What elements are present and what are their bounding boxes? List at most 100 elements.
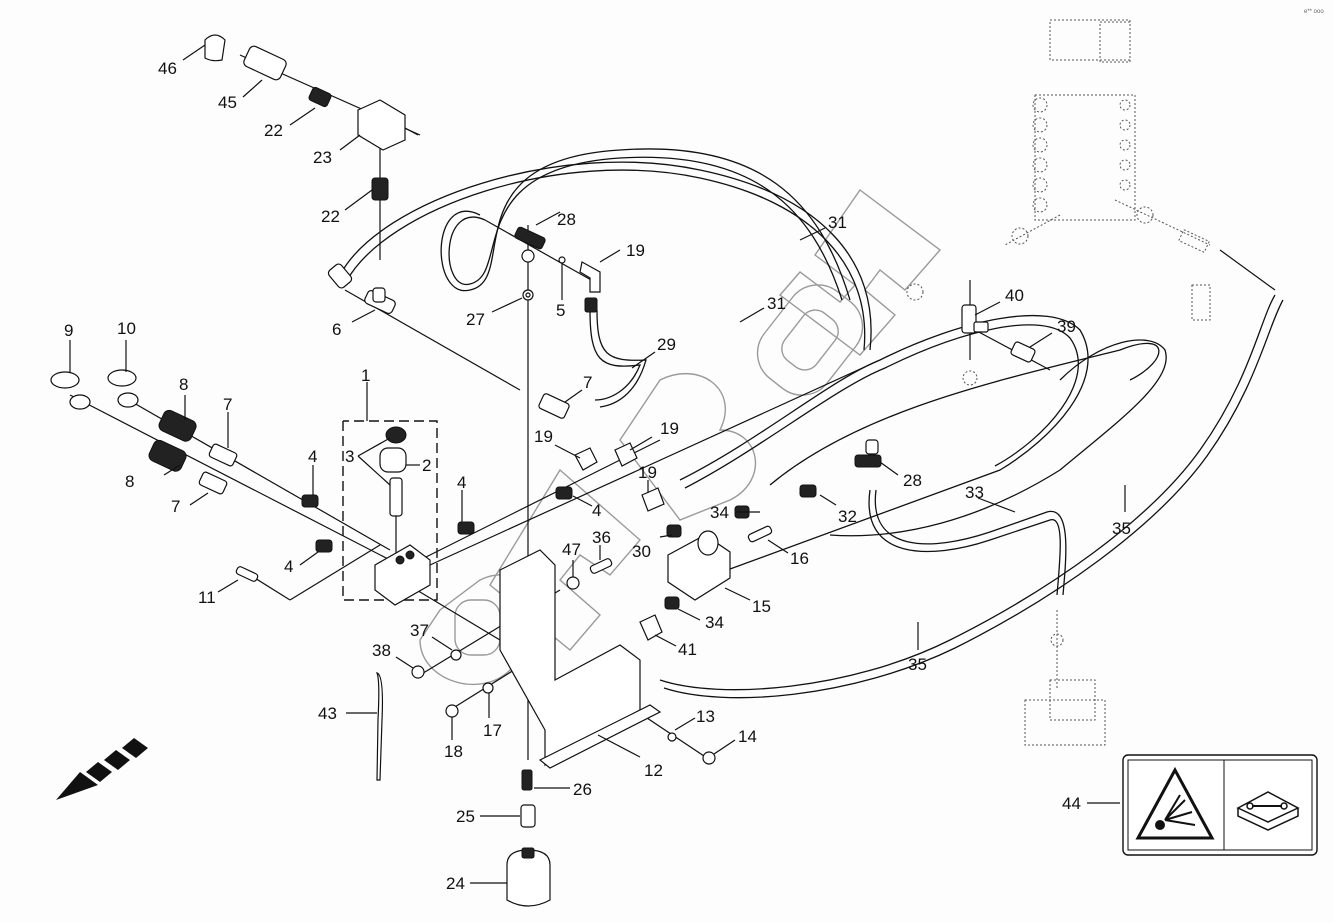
coupler-8-bottom: [148, 439, 187, 472]
valve-block-23: [357, 99, 406, 151]
adapter-7-mid: [538, 393, 570, 419]
nut-38: [411, 665, 425, 679]
bracket-12: [499, 549, 641, 767]
coil-2: [379, 447, 407, 473]
valve-block-1: [374, 544, 431, 606]
callout: 10: [117, 319, 136, 338]
bolt-36: [589, 558, 613, 574]
callout: 30: [632, 542, 651, 561]
washer-37: [450, 649, 462, 661]
callout: 19: [660, 419, 679, 438]
pump-ghost: [1024, 610, 1106, 746]
tee-28-lower: [854, 454, 882, 468]
callout: 45: [218, 93, 237, 112]
callout: 47: [562, 540, 581, 559]
washer-13: [667, 732, 677, 742]
dust-cap-9-ring: [69, 394, 91, 410]
front-direction-arrow: [56, 738, 148, 800]
callout: 23: [313, 148, 332, 167]
callout: 38: [372, 641, 391, 660]
callout: 34: [710, 503, 729, 522]
adapter-7-top: [208, 443, 238, 467]
callout: 36: [592, 528, 611, 547]
solenoid-assembly-boundary: [342, 420, 438, 601]
callout: 7: [223, 395, 232, 414]
callout: 6: [332, 320, 341, 339]
callout: 4: [592, 501, 601, 520]
elbow-19-lower: [641, 487, 665, 512]
callout: 4: [457, 473, 466, 492]
callout: 31: [767, 294, 786, 313]
callout: 18: [444, 742, 463, 761]
coupler-45: [243, 45, 287, 81]
elbow-41: [639, 614, 663, 641]
dust-cap-10: [107, 369, 137, 387]
callout-leaders: [69, 44, 1126, 884]
callout: 19: [638, 463, 657, 482]
adapter-32: [799, 484, 817, 498]
callout: 26: [573, 780, 592, 799]
callout: 7: [583, 373, 592, 392]
hoses: [339, 148, 1284, 699]
explosion-hazard-icon: [1135, 766, 1215, 840]
callout: 24: [446, 874, 465, 893]
callout-labels: 46 45 22 23 22 28 19 27 5 6 31 31 29 7 4…: [64, 59, 1131, 893]
callout: 4: [284, 557, 293, 576]
callout: 44: [1062, 794, 1081, 813]
adapter-25: [520, 804, 536, 828]
callout: 3: [345, 447, 354, 466]
callout: 5: [556, 301, 565, 320]
dust-cap-10-ring: [117, 392, 139, 408]
callout: 35: [908, 655, 927, 674]
callout: 22: [321, 207, 340, 226]
cable-tie-43: [375, 672, 384, 781]
adapter-34-b: [664, 596, 680, 610]
callout: 34: [705, 613, 724, 632]
callout: 19: [534, 427, 553, 446]
adapter-7-bottom: [198, 471, 228, 495]
bolt-11: [235, 566, 259, 582]
callout: 7: [171, 497, 180, 516]
adapter-22-top: [308, 86, 332, 108]
callout: 22: [264, 121, 283, 140]
callout: 40: [1005, 286, 1024, 305]
callout: 2: [422, 456, 431, 475]
callout: 13: [696, 707, 715, 726]
callout: 8: [125, 472, 134, 491]
callout: 25: [456, 807, 475, 826]
callout: 17: [483, 721, 502, 740]
callout: 41: [678, 640, 697, 659]
callout: 43: [318, 704, 337, 723]
warning-decal-44: [1122, 754, 1318, 856]
callout: 28: [903, 471, 922, 490]
corner-mark: e** ooo: [1304, 9, 1324, 15]
callout: 11: [198, 588, 216, 607]
callout: 14: [738, 727, 757, 746]
tee-28-top: [514, 226, 546, 250]
callout: 33: [965, 483, 984, 502]
callout: 32: [838, 507, 857, 526]
washer-17: [482, 682, 494, 694]
service-manual-icon: [1236, 791, 1300, 831]
callout: 28: [557, 210, 576, 229]
nut-18: [445, 704, 459, 718]
callout: 12: [644, 761, 663, 780]
callout: 4: [308, 447, 317, 466]
callout: 27: [466, 310, 485, 329]
nut-14: [702, 751, 716, 765]
callout: 29: [657, 335, 676, 354]
callout: 37: [410, 621, 429, 640]
dust-cap-46: [204, 34, 226, 62]
callout: 31: [828, 213, 847, 232]
adapter-4-d: [555, 486, 573, 500]
elbow-19-top: [579, 261, 601, 293]
callout: 8: [179, 375, 188, 394]
adapter-4-c: [457, 521, 475, 535]
callout: 9: [64, 321, 73, 340]
elbow-19-left: [574, 447, 598, 471]
oring-5: [558, 256, 566, 264]
adapter-4-a: [301, 494, 319, 508]
callout: 16: [790, 549, 809, 568]
adapter-4-b: [315, 539, 333, 553]
